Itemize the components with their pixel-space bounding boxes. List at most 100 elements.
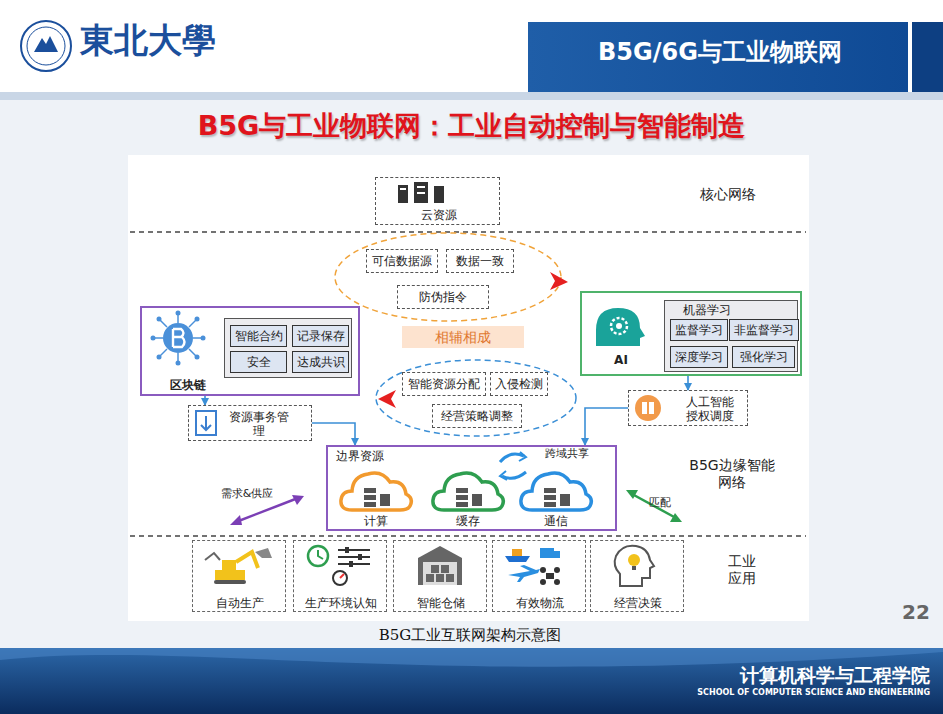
node-text: 经营决策 bbox=[591, 596, 685, 610]
header-rule bbox=[0, 92, 943, 100]
layer-label: B5G边缘智能网络 bbox=[684, 457, 780, 491]
logo-text: 東北大學 bbox=[80, 20, 230, 61]
node-text: 监督学习 bbox=[675, 323, 723, 337]
group-box: 可信数据源 bbox=[366, 249, 438, 273]
node-text: 强化学习 bbox=[740, 350, 788, 364]
layer-label: 核心网络 bbox=[688, 186, 768, 203]
ai-head-icon bbox=[596, 308, 645, 346]
node-text: 记录保存 bbox=[297, 329, 345, 343]
node-text: 可信数据源 bbox=[372, 254, 432, 268]
group-box: 区块链 智能合约记录保存安全 达成共识 bbox=[140, 306, 360, 396]
slide-title: B5G与工业物联网：工业自动控制与智能制造 bbox=[0, 110, 943, 142]
connector bbox=[687, 376, 689, 390]
node-text: 防伪指令 bbox=[419, 290, 467, 304]
cloud-node: 缓存 bbox=[430, 464, 506, 530]
logistics-icon bbox=[505, 548, 560, 585]
application-box: 自动生产 bbox=[192, 540, 286, 612]
node-text: 计算 bbox=[338, 514, 414, 528]
item-box: 安全 bbox=[230, 351, 287, 373]
node-text: 生产环境认知 bbox=[294, 596, 388, 610]
clock-icon bbox=[308, 546, 370, 585]
document-icon bbox=[196, 411, 216, 435]
group-box: 数据一致 bbox=[446, 249, 514, 273]
group-box: 边界资源计算 缓存通信 bbox=[326, 445, 617, 531]
node-text: 人工智能授权调度 bbox=[681, 395, 739, 424]
banner bbox=[528, 22, 908, 92]
excavator-icon bbox=[205, 548, 272, 584]
layer-label: 工业应用 bbox=[726, 553, 758, 587]
diagram-ground bbox=[128, 155, 809, 621]
group-box: 智能合约记录保存安全 达成共识 bbox=[224, 318, 352, 378]
warehouse-icon bbox=[418, 546, 462, 585]
node-text: 安全 bbox=[247, 355, 271, 369]
item-box: 深度学习 bbox=[670, 346, 728, 368]
layer-label: 计算机科学与工程学院 bbox=[690, 664, 930, 687]
node-text: 智能合约 bbox=[235, 329, 283, 343]
application-box: 智能仓储 bbox=[393, 540, 487, 612]
logo-seal bbox=[21, 21, 71, 71]
dashed-ellipse bbox=[376, 360, 576, 436]
connector bbox=[204, 396, 206, 405]
banner-tab bbox=[912, 22, 943, 92]
node-text: 智能资源分配 bbox=[408, 377, 480, 391]
layer-label: SCHOOL OF COMPUTER SCIENCE AND ENGINEERI… bbox=[640, 688, 930, 698]
node-text: 自动生产 bbox=[193, 596, 287, 610]
node-text: 入侵检测 bbox=[495, 377, 543, 391]
item-box: 达成共识 bbox=[292, 351, 349, 373]
group-box: 经营策略调整 bbox=[432, 404, 522, 428]
item-box: 记录保存 bbox=[292, 325, 349, 347]
node-text: 机器学习 bbox=[683, 303, 763, 317]
connector bbox=[312, 423, 355, 445]
node-text: 云资源 bbox=[376, 208, 501, 222]
layer-divider bbox=[130, 231, 806, 232]
red-arrowhead bbox=[378, 390, 396, 408]
share-arrows bbox=[500, 452, 526, 480]
group-box: 云资源 bbox=[375, 177, 500, 225]
item-box: 智能合约 bbox=[230, 325, 287, 347]
node-text: 通信 bbox=[518, 514, 594, 528]
blockchain-icon bbox=[151, 311, 206, 366]
node-text: 边界资源 bbox=[336, 449, 400, 463]
decision-icon bbox=[615, 546, 654, 586]
group-box: 智能资源分配 bbox=[402, 372, 486, 396]
item-box: 强化学习 bbox=[732, 346, 795, 368]
group-box: 相辅相成 bbox=[402, 326, 524, 348]
node-text: 相辅相成 bbox=[435, 329, 491, 346]
figure-caption: B5G工业互联网架构示意图 bbox=[250, 626, 690, 644]
footer-wave bbox=[0, 648, 943, 667]
red-arrowhead bbox=[550, 272, 568, 290]
layer-label: 匹配 bbox=[640, 496, 680, 509]
group-box: 入侵检测 bbox=[490, 372, 548, 396]
node-text: 达成共识 bbox=[297, 355, 345, 369]
connector bbox=[585, 408, 628, 445]
node-text: 区块链 bbox=[150, 378, 226, 392]
item-box: 非监督学习 bbox=[729, 319, 799, 341]
item-box: 监督学习 bbox=[670, 319, 728, 341]
group-box: 人工智能授权调度 bbox=[628, 390, 748, 426]
node-text: 深度学习 bbox=[675, 350, 723, 364]
dispatch-icon bbox=[635, 395, 661, 421]
node-text: 数据一致 bbox=[456, 254, 504, 268]
page-number: 22 bbox=[896, 600, 936, 624]
application-box: 经营决策 bbox=[590, 540, 684, 612]
cloud-node: 计算 bbox=[338, 464, 414, 530]
group-box: 资源事务管理 bbox=[188, 405, 312, 441]
node-text: 经营策略调整 bbox=[441, 409, 513, 423]
node-text: AI bbox=[596, 353, 646, 367]
node-text: 有效物流 bbox=[493, 596, 587, 610]
double-arrow bbox=[626, 490, 682, 522]
layer-label: B5G/6G与工业物联网 bbox=[540, 38, 900, 67]
group-box: AI 机器学习监督学习非监督学习深度学习 强化学习 bbox=[580, 291, 802, 376]
node-text: 非监督学习 bbox=[734, 323, 794, 337]
application-box: 生产环境认知 bbox=[293, 540, 387, 612]
node-text: 缓存 bbox=[430, 514, 506, 528]
dashed-ellipse bbox=[335, 233, 561, 321]
layer-label: 需求&供应 bbox=[212, 487, 282, 500]
node-text: 资源事务管理 bbox=[229, 410, 289, 439]
group-box: 防伪指令 bbox=[397, 285, 489, 309]
group-box: 机器学习监督学习非监督学习深度学习 强化学习 bbox=[664, 300, 798, 372]
building-icons bbox=[398, 182, 444, 203]
layer-label: 跨域共享 bbox=[532, 447, 602, 460]
application-box: 有效物流 bbox=[492, 540, 586, 612]
cloud-node: 通信 bbox=[518, 464, 594, 530]
